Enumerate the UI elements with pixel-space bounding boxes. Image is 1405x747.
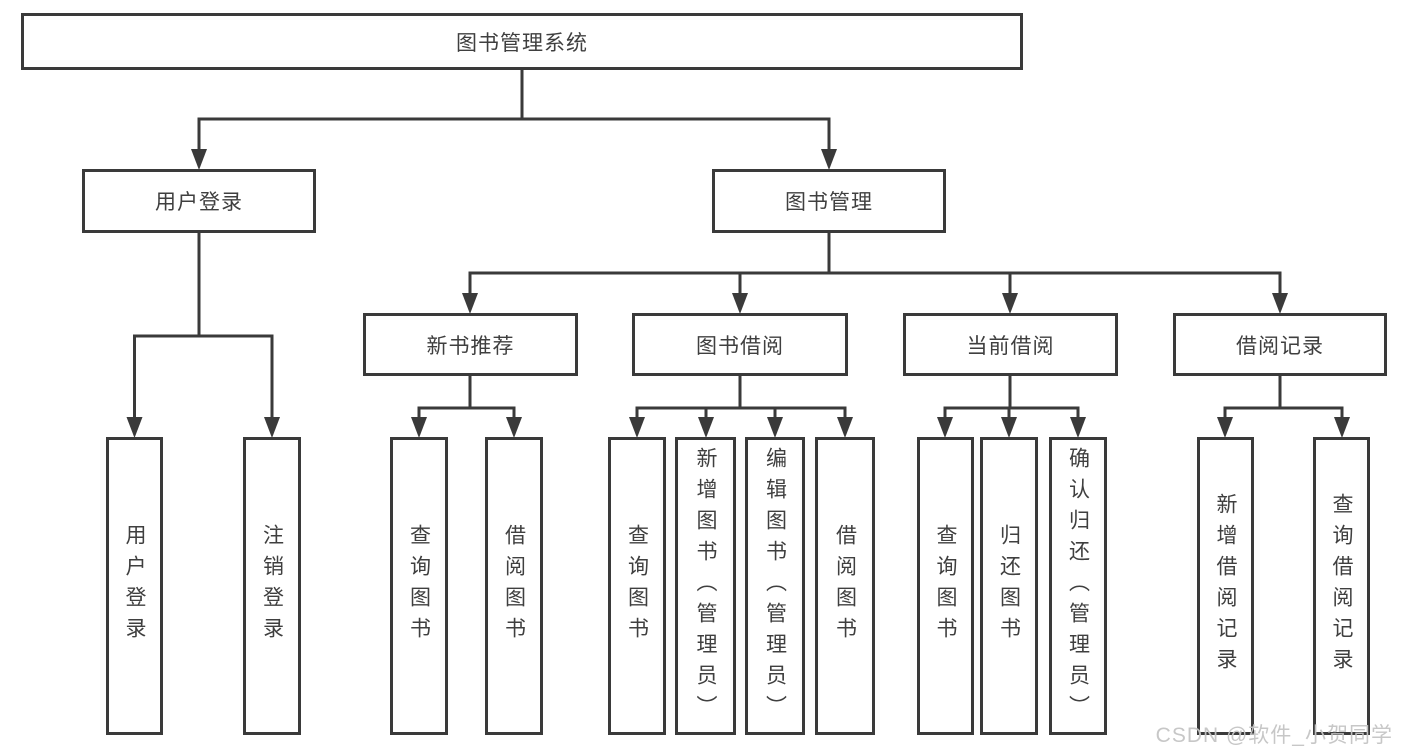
connector-bookmgmt-to-level3 [468,231,1282,298]
leaf-query-books-borrow: 查询图书 [608,437,666,735]
leaf-label: 确认归还（管理员） [1066,446,1090,726]
leaf-user-login: 用户登录 [106,437,163,735]
arrowhead-icon [411,417,427,438]
leaf-label: 注销登录 [260,524,284,648]
leaf-query-books-current: 查询图书 [917,437,974,735]
node-new-book-recommend: 新书推荐 [363,313,578,376]
leaf-label: 新增图书（管理员） [694,446,717,726]
arrowhead-icon [837,417,853,438]
leaf-logout: 注销登录 [243,437,301,735]
arrowhead-icon [1217,417,1233,438]
arrowhead-icon [1002,293,1018,314]
node-book-management: 图书管理 [712,169,946,233]
arrowhead-icon [698,417,714,438]
leaf-label: 查询借阅记录 [1330,493,1353,679]
leaf-label: 编辑图书（管理员） [763,446,787,726]
node-book-borrowing: 图书借阅 [632,313,848,376]
leaf-add-book-admin: 新增图书（管理员） [675,437,736,735]
connector-newbook-to-leaves [417,374,516,422]
node-label: 图书借阅 [696,334,784,358]
connector-borrowrecord-to-leaves [1223,374,1344,422]
leaf-label: 新增借阅记录 [1214,493,1237,679]
node-borrowing-records: 借阅记录 [1173,313,1387,376]
node-label: 图书管理 [785,191,873,214]
node-label: 图书管理系统 [456,31,588,55]
leaf-label: 借阅图书 [833,524,857,648]
leaf-edit-book-admin: 编辑图书（管理员） [745,437,805,735]
leaf-return-book: 归还图书 [980,437,1038,735]
arrowhead-icon [732,293,748,314]
connector-bookborrow-to-leaves [635,374,847,422]
arrowhead-icon [1001,417,1017,438]
node-label: 新书推荐 [426,334,515,358]
arrowhead-icon [937,417,953,438]
leaf-label: 归还图书 [997,524,1021,648]
arrowhead-icon [126,417,143,438]
node-label: 借阅记录 [1236,334,1324,358]
leaf-label: 用户登录 [123,524,146,648]
arrowhead-icon [767,417,783,438]
connector-currentborrow-to-leaves [943,374,1080,422]
arrowhead-icon [821,149,837,170]
leaf-label: 查询图书 [934,524,957,648]
arrowhead-icon [1272,293,1288,314]
leaf-label: 查询图书 [407,524,431,648]
arrowhead-icon [506,417,522,438]
leaf-confirm-return-admin: 确认归还（管理员） [1049,437,1107,735]
arrowhead-icon [1070,417,1086,438]
watermark: CSDN @软件_小贺同学 [1155,724,1393,747]
leaf-query-books-recommend: 查询图书 [390,437,448,735]
arrowhead-icon [264,417,280,438]
leaf-label: 借阅图书 [502,524,526,648]
node-current-borrowing: 当前借阅 [903,313,1118,376]
node-user-login: 用户登录 [82,169,316,233]
node-label: 当前借阅 [966,334,1055,358]
leaf-add-borrow-record: 新增借阅记录 [1197,437,1254,735]
leaf-label: 查询图书 [625,524,649,648]
node-root-library-system: 图书管理系统 [21,13,1023,70]
leaf-borrow-books: 借阅图书 [815,437,875,735]
arrowhead-icon [629,417,645,438]
connector-userlogin-to-leaves [133,231,274,422]
arrowhead-icon [191,149,207,170]
arrowhead-icon [1334,417,1350,438]
connector-root-to-level2 [197,68,831,154]
node-label: 用户登录 [155,191,243,214]
leaf-borrow-books-recommend: 借阅图书 [485,437,543,735]
leaf-query-borrow-record: 查询借阅记录 [1313,437,1370,735]
arrowhead-icon [462,293,478,314]
